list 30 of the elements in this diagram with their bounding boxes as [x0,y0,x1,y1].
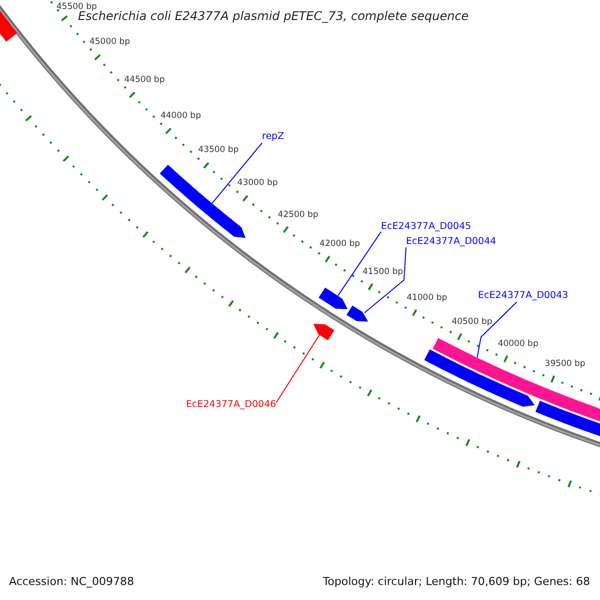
position-label: 39500 bp [544,359,586,369]
position-label: 43500 bp [198,145,239,156]
gene-segment [432,338,544,398]
gene-label: EcE24377A_D0046 [186,399,276,411]
gene-feature [346,306,368,322]
gene-label: EcE24377A_D0044 [406,236,496,248]
position-label: 44000 bp [160,110,201,121]
leader-line [364,246,406,314]
gene-feature [424,349,535,407]
position-label: 40500 bp [452,316,492,327]
gene-label: repZ [262,131,284,143]
gene-label: EcE24377A_D0045 [381,221,472,233]
position-label: 42000 bp [320,239,360,250]
position-label: 41000 bp [406,292,448,303]
gene-feature [318,288,348,310]
leader-line [337,231,382,296]
position-label: 45000 bp [89,37,130,48]
leader-line [476,302,518,358]
position-label: 43000 bp [237,178,278,188]
leader-line [212,142,262,204]
summary-text: Topology: circular; Length: 70,609 bp; Genes: 68 [322,575,590,589]
leader-line [276,334,320,404]
accession-text: Accession: NC_009788 [9,575,134,589]
gene-label: EcE24377A_D0043 [478,290,568,302]
gene-feature [313,324,334,340]
position-label: 44500 bp [124,74,165,85]
position-label: 41500 bp [362,266,404,277]
gene-segment [535,400,600,436]
position-label: 42500 bp [278,210,318,220]
position-label: 40000 bp [498,338,538,349]
